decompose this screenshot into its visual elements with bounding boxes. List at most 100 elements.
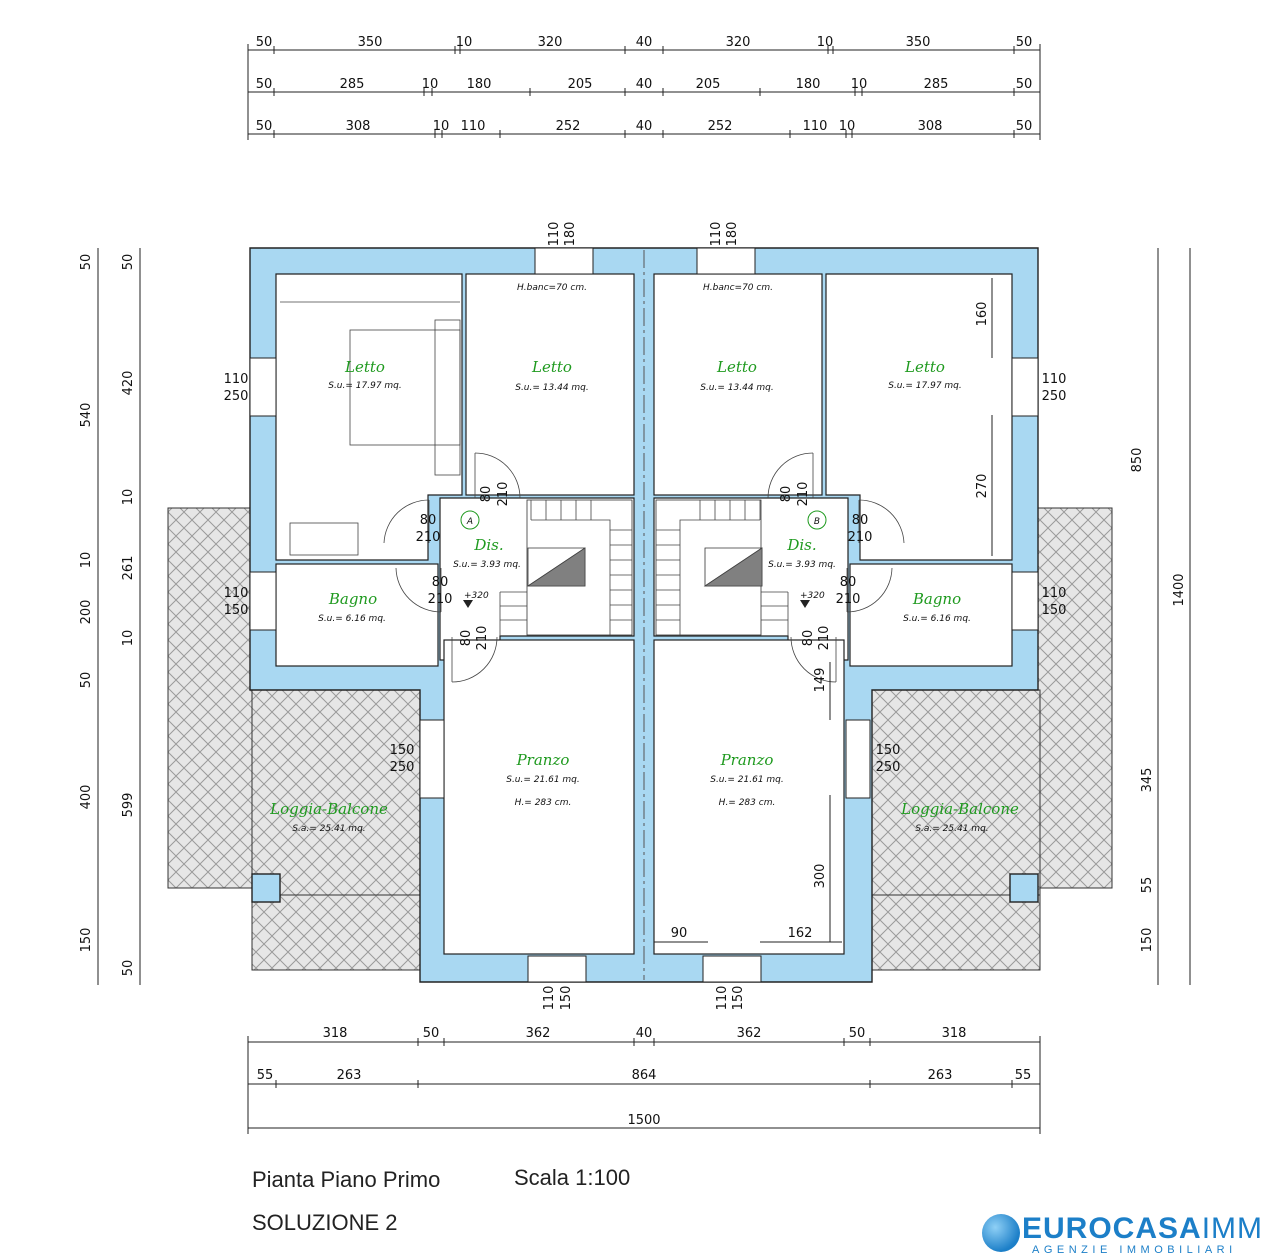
door-a-bagno-a: 80 bbox=[432, 575, 449, 590]
door-a-pranzo-a: 80 bbox=[459, 630, 474, 647]
dim-top1-2: 10 bbox=[456, 35, 473, 50]
dim-top1-5: 320 bbox=[726, 35, 751, 50]
dim-left-outer-6: 150 bbox=[79, 928, 94, 953]
dim-left-outer-1: 540 bbox=[79, 403, 94, 428]
dim-top2-7: 180 bbox=[796, 77, 821, 92]
dim-top3-9: 308 bbox=[918, 119, 943, 134]
door-b-bagno-b: 210 bbox=[836, 592, 861, 607]
dim-left-inner-5: 599 bbox=[121, 793, 136, 818]
door-a-pranzo-b: 210 bbox=[475, 626, 490, 651]
dim-top3-3: 110 bbox=[461, 119, 486, 134]
dim-top1-7: 350 bbox=[906, 35, 931, 50]
dim-left-inner-0: 50 bbox=[121, 254, 136, 271]
win-pranzo-right-a: 150 bbox=[876, 743, 901, 758]
marker-a: A bbox=[466, 517, 473, 527]
dim-bot1-3: 40 bbox=[636, 1026, 653, 1041]
loggia-right-name: Loggia-Balcone bbox=[900, 800, 1019, 818]
loggia-left-area: S.a.= 25.41 mq. bbox=[292, 824, 365, 834]
bagno-left-name: Bagno bbox=[328, 590, 377, 608]
letto-midleft-name: Letto bbox=[531, 358, 572, 376]
dim-bot2-0: 55 bbox=[257, 1068, 274, 1083]
right-dimension-lines: 850 1400 345 55 150 bbox=[1130, 248, 1191, 985]
letto-left-area: S.u.= 17.97 mq. bbox=[328, 381, 402, 391]
dim-top3-1: 308 bbox=[346, 119, 371, 134]
dim-top2-10: 50 bbox=[1016, 77, 1033, 92]
stairs bbox=[499, 499, 789, 636]
dim-top2-2: 10 bbox=[422, 77, 439, 92]
dim-top3-5: 40 bbox=[636, 119, 653, 134]
pranzo-right-height: H.= 283 cm. bbox=[719, 798, 776, 808]
level-right: +320 bbox=[800, 591, 825, 601]
dim-top3-0: 50 bbox=[256, 119, 273, 134]
door-b-letto-b: 210 bbox=[796, 482, 811, 507]
dim-left-outer-7: 50 bbox=[121, 960, 136, 977]
dim-pranzo-90: 90 bbox=[671, 926, 688, 941]
dim-top3-10: 50 bbox=[1016, 119, 1033, 134]
dim-bottom-total: 1500 bbox=[627, 1113, 660, 1128]
dim-bot2-2: 864 bbox=[632, 1068, 657, 1083]
dim-stair-149: 149 bbox=[813, 668, 828, 693]
dim-bot2-4: 55 bbox=[1015, 1068, 1032, 1083]
eurocasa-logo: EUROCASAIMM AGENZIE IMMOBILIARI bbox=[980, 1208, 1280, 1258]
dim-top3-2: 10 bbox=[433, 119, 450, 134]
door-a-side-a: 80 bbox=[420, 513, 437, 528]
note-hbanc-right: H.banc=70 cm. bbox=[703, 283, 773, 293]
door-a-bagno-b: 210 bbox=[428, 592, 453, 607]
dim-letto-160: 160 bbox=[975, 302, 990, 327]
dim-left-inner-4: 10 bbox=[121, 630, 136, 647]
win-letto-left-a: 110 bbox=[224, 372, 249, 387]
logo-subtitle: AGENZIE IMMOBILIARI bbox=[1032, 1244, 1237, 1256]
dim-top2-3: 180 bbox=[467, 77, 492, 92]
doors bbox=[383, 452, 905, 683]
logo-main-light: IMM bbox=[1201, 1212, 1264, 1245]
dim-right-inner-1: 55 bbox=[1140, 877, 1155, 894]
dim-top1-8: 50 bbox=[1016, 35, 1033, 50]
logo-main-bold: EUROCASA bbox=[1022, 1212, 1202, 1245]
marker-a-circle bbox=[460, 510, 480, 530]
win-top-left-a: 110 bbox=[547, 222, 562, 247]
dim-pranzo-162: 162 bbox=[788, 926, 813, 941]
win-bottom-right-b: 150 bbox=[731, 986, 746, 1011]
floor-plan: 50 350 10 320 40 320 10 350 50 50 285 10… bbox=[79, 35, 1191, 1134]
bagno-right-area: S.u.= 6.16 mq. bbox=[903, 614, 971, 624]
win-pranzo-left-a: 150 bbox=[390, 743, 415, 758]
bottom-dimension-lines: 318 50 362 40 362 50 318 55 263 864 263 … bbox=[247, 1026, 1041, 1134]
letto-right-area: S.u.= 17.97 mq. bbox=[888, 381, 962, 391]
bagno-right-name: Bagno bbox=[912, 590, 961, 608]
plan-title: Pianta Piano Primo bbox=[252, 1167, 441, 1192]
pranzo-left-area: S.u.= 21.61 mq. bbox=[506, 775, 580, 785]
window-labels: 110 180 110 180 110 150 110 150 110 250 … bbox=[224, 222, 1067, 1011]
win-bagno-left-a: 110 bbox=[224, 586, 249, 601]
dim-top1-0: 50 bbox=[256, 35, 273, 50]
dim-bot1-2: 362 bbox=[526, 1026, 551, 1041]
win-letto-right-b: 250 bbox=[1042, 389, 1067, 404]
win-bagno-left-b: 150 bbox=[224, 603, 249, 618]
dim-left-inner-2: 10 bbox=[121, 489, 136, 506]
dim-letto-270: 270 bbox=[975, 474, 990, 499]
dim-top2-8: 10 bbox=[851, 77, 868, 92]
letto-midleft-area: S.u.= 13.44 mq. bbox=[515, 383, 589, 393]
pranzo-left-name: Pranzo bbox=[516, 751, 570, 769]
door-b-side-a: 80 bbox=[852, 513, 869, 528]
door-b-pranzo-b: 210 bbox=[817, 626, 832, 651]
letto-left-name: Letto bbox=[344, 358, 385, 376]
win-bottom-left-a: 110 bbox=[542, 986, 557, 1011]
dim-top2-4: 205 bbox=[568, 77, 593, 92]
bagno-left-area: S.u.= 6.16 mq. bbox=[318, 614, 386, 624]
dim-bot2-3: 263 bbox=[928, 1068, 953, 1083]
logo-wordmark: EUROCASAIMM bbox=[1022, 1212, 1263, 1246]
dim-top2-1: 285 bbox=[340, 77, 365, 92]
dim-top2-5: 40 bbox=[636, 77, 653, 92]
dim-right-inner-2: 150 bbox=[1140, 928, 1155, 953]
dim-bot1-4: 362 bbox=[737, 1026, 762, 1041]
level-marker-left bbox=[463, 600, 473, 608]
dim-top1-4: 40 bbox=[636, 35, 653, 50]
letto-right-name: Letto bbox=[904, 358, 945, 376]
dim-left-outer-2: 10 bbox=[79, 552, 94, 569]
dim-top1-3: 320 bbox=[538, 35, 563, 50]
dis-left-name: Dis. bbox=[473, 536, 503, 554]
globe-icon bbox=[982, 1214, 1020, 1252]
dim-left-outer-4: 50 bbox=[79, 672, 94, 689]
dim-bot2-1: 263 bbox=[337, 1068, 362, 1083]
dim-top2-6: 205 bbox=[696, 77, 721, 92]
